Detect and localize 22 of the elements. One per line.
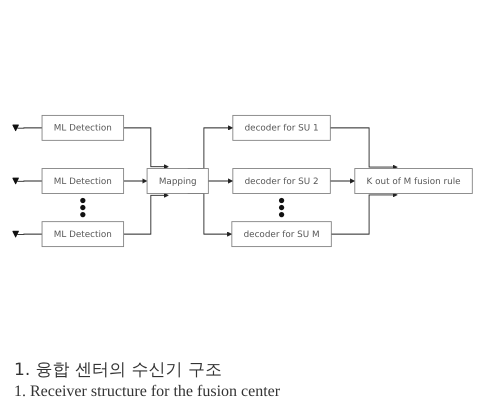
arrow	[123, 192, 169, 235]
vertical-ellipsis	[80, 198, 86, 218]
vertical-ellipsis	[278, 198, 284, 218]
arrow	[330, 192, 398, 235]
node-box: decoder for SU 1	[232, 114, 331, 141]
connector	[16, 127, 42, 129]
arrow	[123, 127, 169, 170]
arrow	[330, 127, 398, 170]
connector	[16, 234, 42, 235]
node-box: decoder for SU 2	[232, 168, 331, 194]
arrow	[123, 178, 148, 184]
node-box: Mapping	[146, 168, 209, 194]
figure-caption: 1. 융합 센터의 수신기 구조	[14, 359, 223, 381]
connector	[16, 180, 42, 182]
figure-caption: 1. Receiver structure for the fusion center	[14, 383, 282, 401]
node-box: K out of M fusion rule	[354, 168, 473, 194]
node-box: ML Detection	[42, 168, 124, 194]
arrow	[330, 178, 356, 184]
node-box: ML Detection	[42, 114, 124, 141]
arrow	[208, 178, 234, 184]
node-box: decoder for SU M	[231, 221, 332, 248]
node-box: ML Detection	[42, 221, 124, 248]
